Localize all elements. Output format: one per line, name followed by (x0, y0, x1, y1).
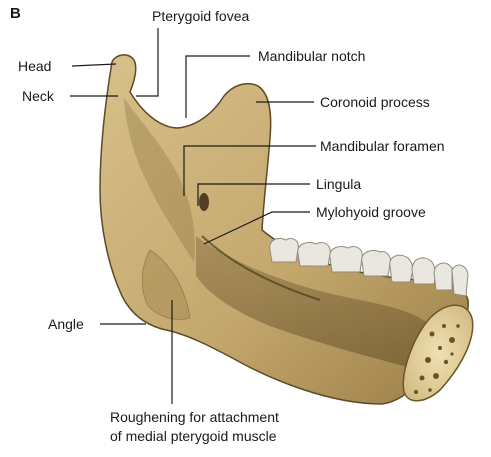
label-head: Head (18, 58, 51, 74)
tooth-premolar-2 (390, 255, 413, 282)
tooth-molar-2 (298, 242, 330, 266)
label-mandibular-foramen: Mandibular foramen (320, 138, 445, 154)
label-neck: Neck (22, 88, 54, 104)
label-mandibular-notch: Mandibular notch (258, 48, 365, 64)
label-mylohyoid-groove: Mylohyoid groove (316, 204, 426, 220)
tooth-premolar-1 (362, 250, 391, 276)
label-pterygoid-fovea: Pterygoid fovea (152, 8, 249, 24)
tooth-incisor-1 (434, 263, 452, 290)
tooth-molar-3 (330, 246, 362, 272)
leader-pterygoid-fovea (136, 28, 158, 96)
label-angle: Angle (48, 316, 84, 332)
mandibular-foramen-opening (199, 193, 209, 211)
tooth-molar-1 (270, 238, 299, 262)
leader-head (72, 64, 116, 66)
label-roughening: Roughening for attachment of medial pter… (110, 408, 279, 446)
label-coronoid-process: Coronoid process (320, 94, 430, 110)
tooth-incisor-2 (452, 265, 468, 296)
label-roughening-line2: of medial pterygoid muscle (110, 427, 279, 446)
label-roughening-line1: Roughening for attachment (110, 408, 279, 427)
tooth-canine (412, 258, 435, 284)
label-lingula: Lingula (316, 176, 361, 192)
panel-letter: B (10, 6, 21, 22)
